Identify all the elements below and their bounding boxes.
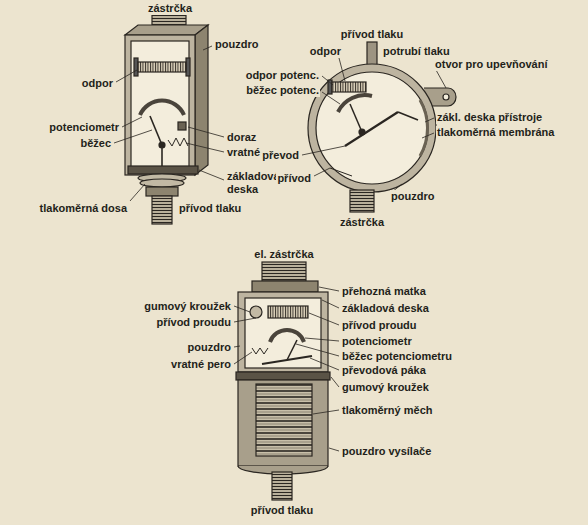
part-label: doraz (226, 131, 257, 144)
part-label: el. zástrčka (253, 248, 314, 261)
part-label: gumový kroužek (341, 381, 430, 394)
leader-line (114, 46, 446, 451)
part-label: pouzdro vysílače (341, 445, 432, 458)
transmitter-box (125, 15, 456, 500)
part-label: přehozná matka (341, 285, 427, 298)
part-label: převodová páka (341, 364, 427, 377)
part-label: přívod tlaku (178, 202, 242, 215)
part-label: odpor (81, 77, 114, 90)
part-label: zákl. deska přístroje (436, 111, 543, 124)
part-label: přívod proudu (341, 319, 418, 332)
part-label: přívod proudu (155, 316, 232, 329)
part-label: běžec potenc. (245, 84, 320, 97)
part-label: tlakoměrná dosa (39, 202, 128, 215)
part-label: odpor potenc. (245, 69, 320, 82)
part-label: zástrčka (339, 216, 385, 229)
part-label: tlakoměrná membrána (436, 126, 555, 139)
part-label: pouzdro (214, 38, 259, 51)
part-label: potrubí tlaku (382, 45, 451, 58)
part-label: pouzdro (390, 190, 435, 203)
part-label: vratné pero (170, 358, 232, 371)
part-label: přívod tlaku (340, 28, 404, 41)
part-label: přívod tlaku (250, 504, 314, 517)
part-label: přívod (276, 172, 312, 185)
part-label: běžec potenciometru (341, 350, 453, 363)
part-label: potenciometr (48, 121, 120, 134)
part-label: pouzdro (187, 341, 232, 354)
part-label: zástrčka (147, 2, 193, 15)
part-label: gumový kroužek (143, 300, 232, 313)
part-label: otvor pro upevňování (434, 58, 548, 71)
part-label: převod (261, 149, 300, 162)
part-label: tlakoměrný měch (341, 404, 433, 417)
part-label: odpor (309, 45, 342, 58)
part-label: potenciometr (341, 335, 413, 348)
part-label: základová deska (341, 302, 430, 315)
part-label: běžec (79, 137, 112, 150)
